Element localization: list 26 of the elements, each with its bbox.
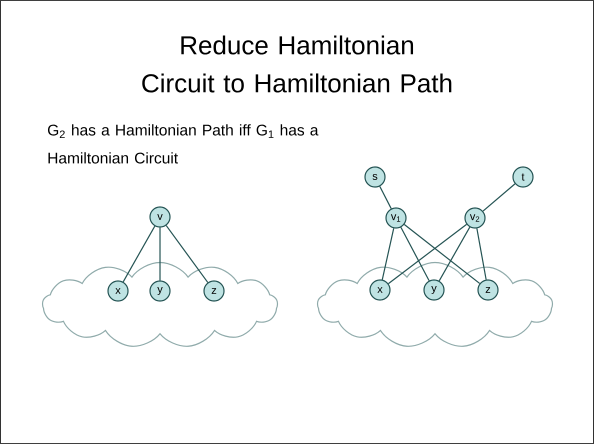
edge [388,224,467,284]
graph-vertex: y [149,280,171,302]
edge [379,186,392,209]
cloud-shape [316,262,554,347]
graph-vertex: x [369,279,391,301]
graph-vertex: z [477,279,499,301]
cloud-shape [42,262,278,347]
edge [400,227,430,281]
edge [159,228,161,280]
edge [166,225,208,283]
edge [482,183,516,212]
edge [382,228,394,280]
graph-vertex: s [364,166,386,188]
edge [476,228,487,280]
subtitle: G$_{2}$ has a Hamiltonian Path iff G$_{1}$ has a Hamiltonian Circuit [48,124,318,164]
graph-vertex: v$_{2}$ [464,207,486,229]
graph-vertex: z [203,280,225,302]
graph-vertex: t [512,166,534,188]
graph-vertex: v [149,206,171,228]
graph-vertex: x [107,280,129,302]
edge [122,226,156,282]
edge [438,226,470,282]
graph-vertex: v$_{1}$ [385,207,407,229]
title: Reduce Hamiltonian Circuit to Hamiltonian Path [142,35,452,93]
graph-vertex: y [423,279,445,301]
edge [404,224,480,284]
